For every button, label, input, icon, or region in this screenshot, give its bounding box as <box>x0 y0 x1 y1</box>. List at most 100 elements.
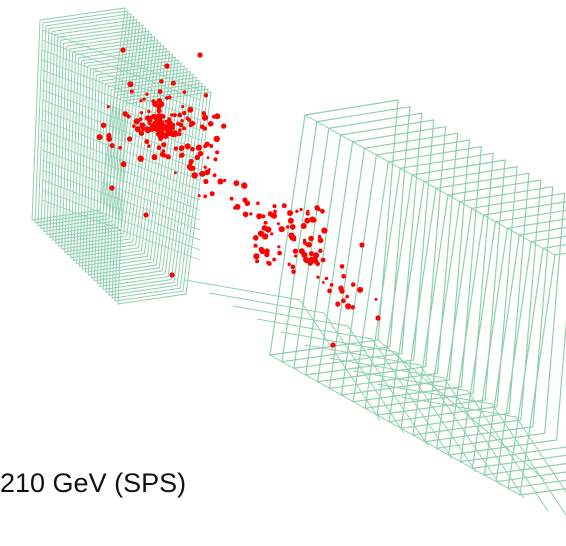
hit <box>318 248 323 253</box>
hcal-inner-line <box>208 292 405 434</box>
hit <box>109 143 115 149</box>
hit <box>223 178 227 182</box>
ecal-cell-line <box>41 99 201 161</box>
hcal-inner-line <box>184 279 381 421</box>
hit <box>357 286 364 293</box>
hit <box>294 254 298 258</box>
hit <box>192 121 196 126</box>
hit <box>126 114 131 119</box>
ecal-layer <box>102 76 197 291</box>
ecal-layer <box>90 65 185 279</box>
hit <box>169 272 175 278</box>
hit <box>139 99 143 103</box>
hit <box>203 178 209 185</box>
ecal-layer <box>64 39 159 253</box>
hit <box>253 253 260 260</box>
hcal-inner-line <box>304 344 501 486</box>
hit <box>253 243 258 248</box>
hit <box>159 151 166 157</box>
hit <box>170 113 174 117</box>
hit <box>259 248 266 255</box>
hit <box>263 220 268 225</box>
hcal-layers <box>184 99 566 516</box>
hit <box>308 251 314 257</box>
hcal-inner-line <box>232 305 429 447</box>
hcal-edge <box>377 339 546 481</box>
hit <box>165 96 169 100</box>
ecal-cell-line <box>41 119 201 181</box>
ecal-cell-line <box>41 199 201 261</box>
hit <box>221 123 227 129</box>
hit <box>191 172 198 179</box>
ecal-cell-line <box>41 179 201 241</box>
hit <box>199 170 206 177</box>
hit <box>271 212 278 219</box>
hit <box>306 241 312 248</box>
hit <box>214 113 221 120</box>
hit <box>341 273 347 279</box>
hit <box>249 212 253 216</box>
ecal-cell-line <box>41 139 201 201</box>
ecal-cell-line <box>41 159 201 221</box>
hit <box>317 234 322 239</box>
hit <box>161 142 167 148</box>
hcal-layer <box>495 235 566 483</box>
hit <box>106 105 110 109</box>
hcal-layer <box>376 159 506 416</box>
hit <box>144 139 150 145</box>
hit <box>270 232 274 236</box>
hit <box>142 97 146 101</box>
hit <box>203 165 207 169</box>
hit <box>287 210 293 216</box>
hit <box>109 185 115 191</box>
hit <box>127 136 133 142</box>
hit <box>179 145 185 151</box>
hit <box>299 207 303 212</box>
hit <box>301 251 308 258</box>
hit <box>157 89 163 94</box>
beam-energy-label: 210 GeV (SPS) <box>0 468 187 498</box>
hit <box>261 214 266 219</box>
hit <box>202 126 207 131</box>
hit <box>290 234 294 238</box>
hit <box>327 288 332 294</box>
hcal-layer <box>519 252 566 496</box>
hit <box>176 132 180 136</box>
hit <box>180 119 184 123</box>
ecal-cell-line <box>41 69 201 131</box>
hit <box>289 224 296 230</box>
hit <box>165 128 170 134</box>
hit <box>166 119 173 126</box>
ecal-cell-line <box>41 129 201 191</box>
hcal-layer <box>352 145 482 403</box>
hit <box>190 165 196 171</box>
hit <box>147 109 151 114</box>
hit <box>139 111 144 115</box>
ecal-cell-line <box>41 39 201 101</box>
hit <box>345 294 350 299</box>
hit <box>158 101 165 107</box>
hit <box>213 135 220 143</box>
hit <box>276 222 280 226</box>
hit <box>144 127 151 134</box>
hit <box>201 111 207 116</box>
ecal-cell-line <box>41 149 201 211</box>
hit <box>207 121 214 127</box>
ecal-cell-line <box>41 29 201 91</box>
hit <box>233 180 240 187</box>
hit <box>272 204 277 209</box>
hit <box>181 105 185 109</box>
ecal-layer <box>114 88 209 302</box>
hit <box>302 238 307 242</box>
hcal-layer <box>281 105 411 363</box>
hit <box>273 209 277 214</box>
hit <box>195 144 202 151</box>
ecal-cell-line <box>41 189 201 251</box>
shower-hits <box>96 47 381 348</box>
hit <box>295 209 299 213</box>
hit <box>285 225 290 229</box>
hit <box>375 315 381 321</box>
hcal-layer <box>412 179 542 436</box>
hit <box>267 261 272 266</box>
hit <box>173 146 178 151</box>
